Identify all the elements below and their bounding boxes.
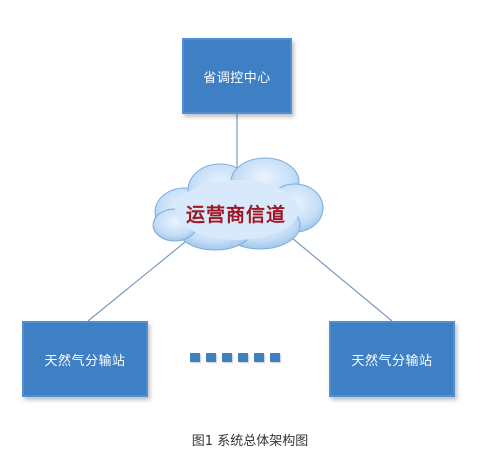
- dot: [190, 353, 200, 362]
- node-label: 天然气分输站: [44, 353, 126, 369]
- ellipsis-dots-icon: [190, 353, 280, 362]
- connector-cloud-to-left: [87, 237, 191, 322]
- node-label: 天然气分输站: [351, 353, 433, 369]
- cloud-shape: [152, 157, 324, 251]
- node-gas-station-left: 天然气分输站: [22, 321, 148, 397]
- dot: [222, 353, 232, 362]
- figure-caption: 图1 系统总体架构图: [191, 434, 309, 449]
- dot: [238, 353, 248, 362]
- dot: [254, 353, 264, 362]
- node-provincial-control-center: 省调控中心: [182, 38, 292, 114]
- dot: [270, 353, 280, 362]
- connector-cloud-to-right: [291, 237, 393, 322]
- dot: [206, 353, 216, 362]
- node-gas-station-right: 天然气分输站: [329, 321, 455, 397]
- cloud-label: 运营商信道: [186, 204, 287, 226]
- node-label: 省调控中心: [203, 70, 271, 86]
